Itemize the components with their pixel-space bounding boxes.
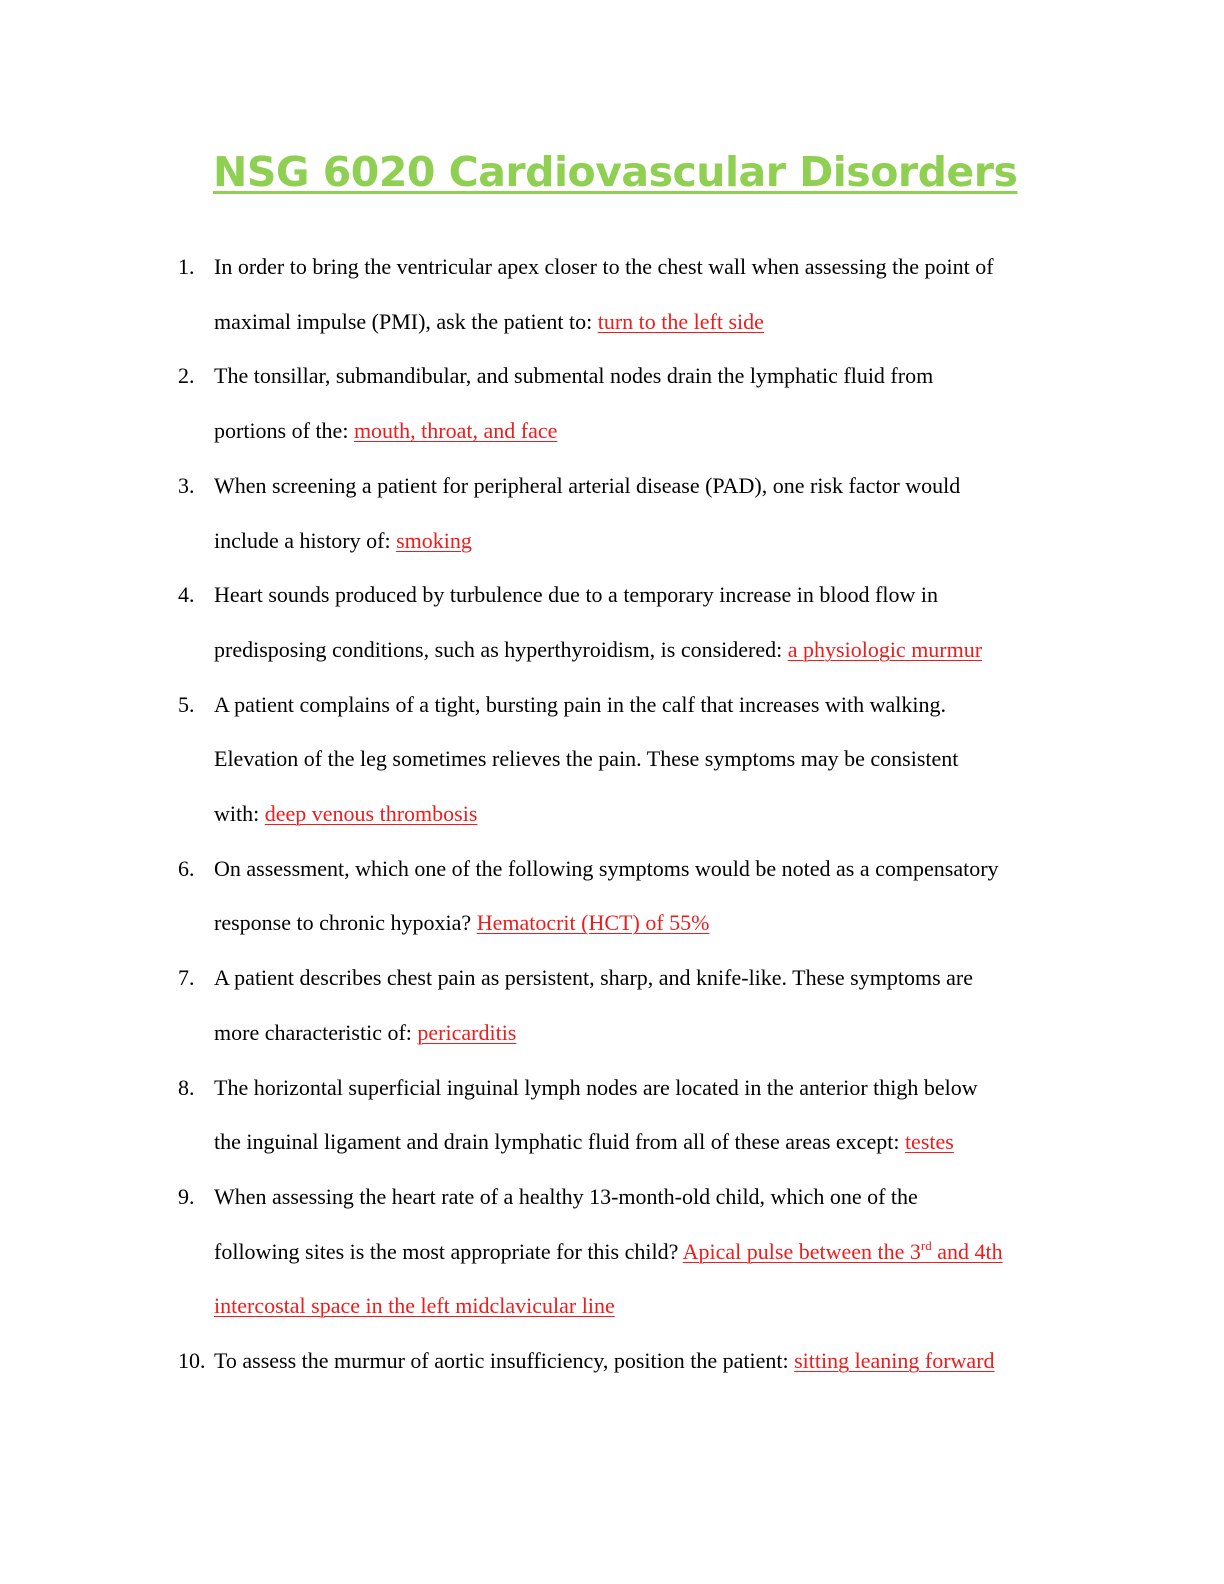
- question-9: 9. When assessing the heart rate of a he…: [0, 1170, 1084, 1334]
- answer-text: mouth, throat, and face: [353, 418, 558, 444]
- question-4: 4. Heart sounds produced by turbulence d…: [0, 568, 1084, 677]
- question-text: include a history of:: [214, 527, 397, 553]
- answer-text: deep venous thrombosis: [264, 801, 478, 827]
- question-number: 8.: [178, 1074, 195, 1100]
- question-8: 8. The horizontal superficial inguinal l…: [0, 1061, 1084, 1170]
- answer-text: sitting leaning forward: [794, 1348, 995, 1374]
- question-text-line: To assess the murmur of aortic insuffici…: [214, 1334, 1084, 1389]
- question-text-line: In order to bring the ventricular apex c…: [214, 254, 994, 279]
- question-list: 1. In order to bring the ventricular ape…: [0, 240, 1224, 1389]
- question-text: following sites is the most appropriate …: [214, 1238, 683, 1264]
- question-text-line: Elevation of the leg sometimes relieves …: [214, 746, 959, 772]
- question-text: predisposing conditions, such as hyperth…: [214, 636, 788, 662]
- question-number: 5.: [178, 691, 195, 717]
- question-text: response to chronic hypoxia?: [214, 910, 477, 936]
- question-number: 2.: [178, 363, 195, 389]
- question-text: more characteristic of:: [214, 1019, 418, 1045]
- answer-text: Hematocrit (HCT) of 55%: [476, 910, 710, 936]
- question-7: 7. A patient describes chest pain as per…: [0, 951, 1084, 1060]
- question-number: 9.: [178, 1183, 195, 1209]
- answer-text: turn to the left side: [597, 308, 764, 334]
- question-2: 2. The tonsillar, submandibular, and sub…: [0, 349, 1084, 458]
- question-text-line: intercostal space in the left midclavicu…: [214, 1279, 1084, 1334]
- question-number: 3.: [178, 472, 195, 498]
- answer-text: testes: [904, 1129, 954, 1155]
- answer-text: pericarditis: [417, 1019, 517, 1045]
- answer-text: Apical pulse between the 3rd and 4th: [683, 1239, 1003, 1264]
- question-text: To assess the murmur of aortic insuffici…: [214, 1348, 795, 1374]
- question-text-line: predisposing conditions, such as hyperth…: [214, 623, 1084, 678]
- question-text-line: Heart sounds produced by turbulence due …: [214, 582, 938, 608]
- question-5: 5. A patient complains of a tight, burst…: [0, 678, 1084, 842]
- question-text-line: The tonsillar, submandibular, and submen…: [214, 363, 934, 389]
- answer-text-part: Apical pulse between the 3: [682, 1238, 921, 1264]
- question-number: 7.: [178, 965, 195, 991]
- question-number: 4.: [178, 582, 195, 608]
- question-text: the inguinal ligament and drain lymphati…: [214, 1129, 905, 1155]
- question-6: 6. On assessment, which one of the follo…: [0, 842, 1084, 951]
- question-number: 6.: [178, 855, 195, 881]
- question-10: 10. To assess the murmur of aortic insuf…: [0, 1334, 1084, 1389]
- answer-text-part: and 4th: [931, 1238, 1003, 1264]
- page-title: NSG 6020 Cardiovascular Disorders: [213, 148, 1018, 196]
- question-text-line: A patient describes chest pain as persis…: [214, 965, 973, 991]
- question-text-line: On assessment, which one of the followin…: [214, 855, 999, 881]
- question-number: 10.: [178, 1348, 206, 1374]
- answer-text: intercostal space in the left midclavicu…: [214, 1293, 615, 1319]
- question-text-line: maximal impulse (PMI), ask the patient t…: [214, 295, 1084, 350]
- question-text-line: more characteristic of: pericarditis: [214, 1006, 1084, 1061]
- answer-superscript: rd: [920, 1237, 932, 1253]
- question-text-line: A patient complains of a tight, bursting…: [214, 691, 946, 717]
- question-text-line: response to chronic hypoxia? Hematocrit …: [214, 896, 1084, 951]
- question-1: 1. In order to bring the ventricular ape…: [0, 240, 1084, 349]
- question-text: portions of the:: [214, 418, 354, 444]
- question-text: with:: [214, 801, 265, 827]
- question-text-line: When screening a patient for peripheral …: [214, 472, 961, 498]
- question-text-line: following sites is the most appropriate …: [214, 1225, 1084, 1280]
- question-text-line: include a history of: smoking: [214, 514, 1084, 569]
- question-text-line: the inguinal ligament and drain lymphati…: [214, 1115, 1084, 1170]
- answer-text: smoking: [396, 527, 472, 553]
- question-text-line: with: deep venous thrombosis: [214, 787, 1084, 842]
- question-text-line: When assessing the heart rate of a healt…: [214, 1183, 918, 1209]
- question-number: 1.: [178, 254, 195, 279]
- question-text: maximal impulse (PMI), ask the patient t…: [214, 308, 598, 334]
- answer-text: a physiologic murmur: [787, 636, 983, 662]
- question-text-line: portions of the: mouth, throat, and face: [214, 404, 1084, 459]
- question-3: 3. When screening a patient for peripher…: [0, 459, 1084, 568]
- question-text-line: The horizontal superficial inguinal lymp…: [214, 1074, 978, 1100]
